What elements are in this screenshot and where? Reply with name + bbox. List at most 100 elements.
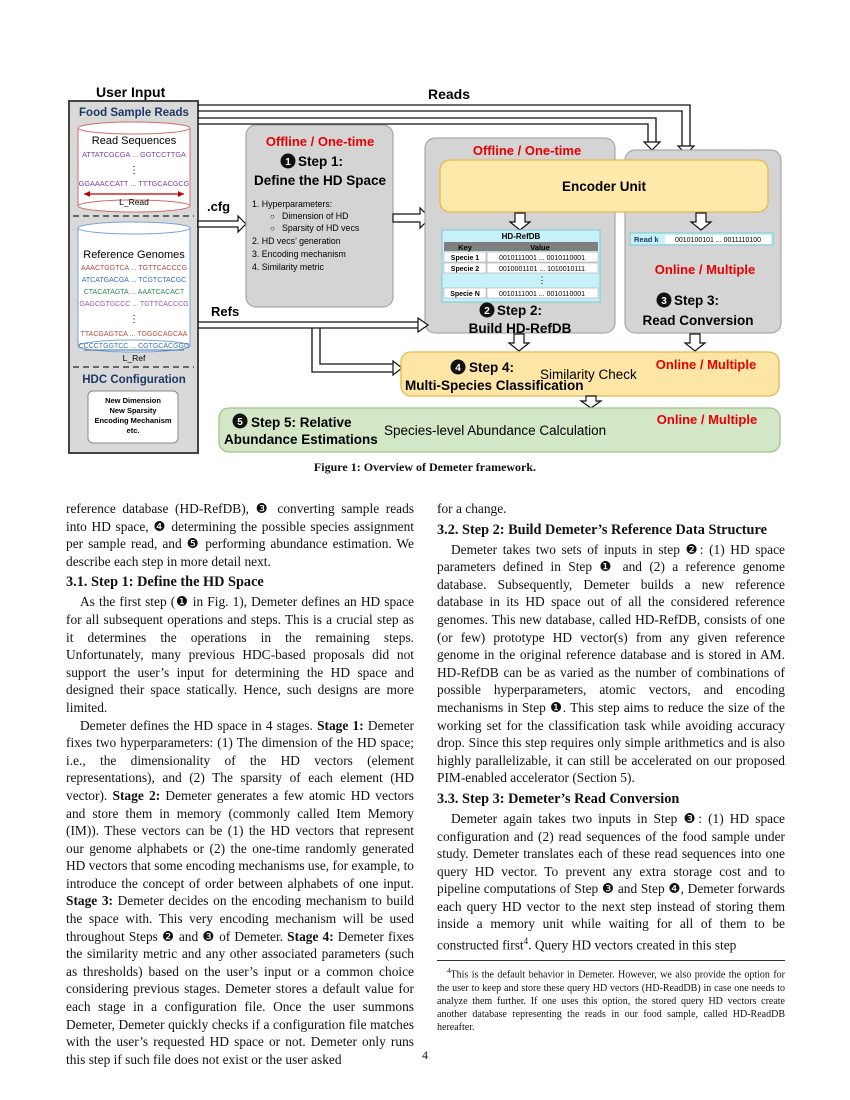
stage-3-label: Stage 3:: [66, 893, 114, 909]
refs-to-step4-arrows: [311, 328, 394, 373]
intro-paragraph: reference database (HD-RefDB), ❸ convert…: [66, 501, 414, 569]
read-sequences-cylinder: [77, 121, 191, 213]
step2-title-b: Build HD-RefDB: [469, 321, 572, 336]
step1-mode: Offline / One-time: [266, 134, 374, 149]
stage-4-label: Stage 4:: [287, 928, 334, 944]
stage-2-label: Stage 2:: [112, 787, 161, 803]
encoder-unit-label: Encoder Unit: [562, 179, 647, 194]
step5-title-b: Abundance Estimations: [224, 432, 378, 447]
section-3-3-heading: 3.3. Step 3: Demeter’s Read Conversion: [437, 790, 785, 808]
section-title: Step 2: Build Demeter’s Reference Data S…: [462, 521, 767, 538]
step4-badge: [450, 359, 466, 375]
section-number: 3.2.: [437, 521, 459, 538]
read-row-1: ATTATCGCGA ... GGTCCTTGA: [82, 150, 186, 159]
step5-box: [218, 407, 781, 453]
step2-title-a: Step 2:: [497, 303, 542, 318]
step1-list-4: 2. HD vecs’ generation: [252, 236, 341, 246]
ref-row-2: ATCATGACGA ... TCGTCTACGC: [82, 277, 187, 284]
s31-paragraph-1: As the first step (❶ in Fig. 1), Demeter…: [66, 594, 414, 715]
text-run: Demeter defines the HD space in 4 stages…: [80, 717, 318, 733]
text-run: . Query HD vectors created in this step: [528, 937, 737, 953]
step1-list-2: Dimension of HD: [282, 211, 349, 221]
step4-title-b: Multi-Species Classification: [405, 378, 584, 393]
cfg-arrow: [197, 214, 247, 234]
step2-mode: Offline / One-time: [473, 143, 581, 158]
step2-to-step4-arrow: [507, 333, 531, 352]
footnote-body: This is the default behavior in Demeter.…: [437, 969, 785, 1034]
text-run: Demeter decides on the encoding mechanis…: [66, 893, 414, 944]
refdb-col-value: Value: [530, 243, 550, 252]
footnote: 4This is the default behavior in Demeter…: [437, 960, 785, 1034]
encoder-unit: [439, 159, 769, 213]
reads-label: Reads: [428, 86, 470, 102]
section-title: Step 1: Define the HD Space: [91, 574, 264, 591]
step1-number: 1: [285, 157, 291, 168]
ref-row-1: AAACTGGTCA ... TGTTCACCCG: [81, 265, 187, 272]
section-number: 3.3.: [437, 790, 459, 807]
user-input-label: User Input: [96, 84, 166, 100]
refdb-row-3-key: Specie N: [450, 291, 480, 298]
read-k-key: Read k: [634, 235, 659, 244]
refdb-col-key: Key: [458, 243, 473, 252]
step4-number: 4: [455, 363, 461, 374]
ellipsis-dots: ⋮: [129, 165, 139, 176]
step4-to-step5-arrow: [579, 395, 603, 409]
continued-text: for a change.: [437, 501, 507, 516]
text-run: Demeter fixes two hyperparameters: (1) T…: [66, 717, 414, 803]
refs-label: Refs: [211, 304, 239, 319]
step4-desc: Similarity Check: [540, 367, 637, 382]
ref-row-5: TTACGAGTCA ... TGGGCAGCAA: [81, 331, 188, 338]
refdb-row-1-value: 0010111001 ... 0010110001: [499, 255, 585, 262]
hdc-item-encoding: Encoding Mechanism: [94, 416, 171, 425]
footnote-reference[interactable]: 4: [523, 936, 529, 947]
left-column: reference database (HD-RefDB), ❸ convert…: [66, 500, 414, 1068]
s33-paragraph-1: Demeter again takes two inputs in Step ❸…: [437, 810, 785, 954]
step3-title-b: Read Conversion: [642, 313, 753, 328]
reference-genomes-cylinder: [77, 221, 191, 353]
hdc-item-etc: etc.: [127, 426, 140, 435]
section-number: 3.1.: [66, 574, 88, 591]
refdb-row-1-key: Specie 1: [451, 255, 480, 262]
step1-list-5: 3. Encoding mechanism: [252, 249, 346, 259]
hdc-item-sparsity: New Sparsity: [109, 406, 157, 415]
step1-title-b: Define the HD Space: [254, 173, 387, 188]
reads-arrows: [198, 104, 691, 146]
encoder-to-refdb-arrow: [508, 212, 532, 231]
step3-title-a: Step 3:: [674, 293, 719, 308]
step1-list-1: 1. Hyperparameters:: [252, 199, 332, 209]
section-title: Step 3: Demeter’s Read Conversion: [462, 790, 680, 807]
hdc-item-dimension: New Dimension: [105, 396, 161, 405]
read-sequences-label: Read Sequences: [92, 135, 177, 147]
figure-caption: Figure 1: Overview of Demeter framework.: [313, 460, 537, 474]
step3-badge: [656, 292, 672, 308]
footnote-text: 4This is the default behavior in Demeter…: [437, 965, 785, 1034]
encoder-to-read-arrow: [689, 212, 713, 231]
text-run: Demeter generates a few atomic HD vector…: [66, 787, 414, 891]
text-run: Demeter fixes the similarity metric and …: [66, 928, 414, 1067]
hdc-configuration-label: HDC Configuration: [82, 374, 185, 386]
right-column: for a change. 3.2. Step 2: Build Demeter…: [437, 500, 785, 1034]
footnote-mark: 4: [447, 967, 451, 976]
read-k-value: 0010100101 ... 0011110100: [675, 237, 761, 244]
refs-arrows: [198, 321, 420, 329]
step1-title-a: Step 1:: [298, 154, 343, 169]
hdc-config-box: [87, 390, 179, 444]
step5-mode: Online / Multiple: [657, 412, 757, 427]
l-read-label: L_Read: [119, 197, 149, 207]
hd-refdb-title: HD-RefDB: [502, 232, 541, 241]
step3-number: 3: [661, 296, 667, 307]
cfg-label: .cfg: [207, 199, 230, 214]
read-row-2: GGAAACCATT ... TTTGCACGCG: [79, 179, 190, 188]
food-sample-reads-label: Food Sample Reads: [79, 107, 189, 119]
ref-row-4: GAGCGTGCCC ... TGTTCACCCG: [79, 301, 188, 308]
step1-to-step2-arrow: [392, 206, 431, 230]
step2-badge: [479, 302, 495, 318]
step3-mode: Online / Multiple: [655, 262, 755, 277]
step5-badge: [232, 413, 248, 429]
bullet-circle: ○: [270, 212, 275, 221]
ellipsis-dots: ⋮: [129, 314, 139, 325]
l-ref-label: L_Ref: [123, 353, 146, 363]
step1-list-6: 4. Similarity metric: [252, 262, 324, 272]
refdb-row-2-key: Specie 2: [451, 266, 480, 273]
s31-paragraph-2: Demeter defines the HD space in 4 stages…: [66, 717, 414, 1069]
